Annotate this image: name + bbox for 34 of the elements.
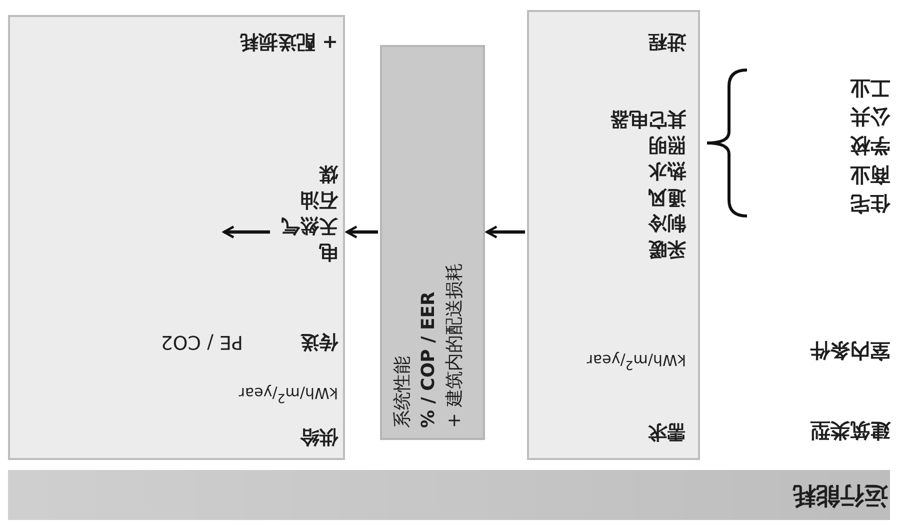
end-use-item: 采暖 xyxy=(647,237,686,260)
end-use-item: 其它电器 xyxy=(609,107,686,130)
building-category: 商业 xyxy=(849,162,890,189)
system-box xyxy=(380,45,485,440)
ratio-text: % / COP / EER xyxy=(417,290,440,428)
energy-carrier: 电 xyxy=(318,240,338,263)
loss-text: + 建筑内的配送损耗 xyxy=(443,262,466,428)
building-category: 公共 xyxy=(849,104,890,131)
building-category: 工业 xyxy=(849,75,890,102)
energy-carrier: 石油 xyxy=(299,188,338,211)
transfer-text: 传送 xyxy=(299,330,338,353)
end-use-item: 照明 xyxy=(647,133,686,156)
building-category: 学校 xyxy=(849,133,890,160)
loss-text: + 配送损耗 xyxy=(238,30,338,53)
arrow xyxy=(486,226,525,238)
energy-carrier: 天然气 xyxy=(280,214,338,237)
building-type-label: 建筑类型 xyxy=(809,418,890,445)
energy-carrier: 煤 xyxy=(318,162,338,185)
heading: 需求 xyxy=(647,420,686,443)
arrow xyxy=(222,226,270,238)
end-use-item: 热水 xyxy=(647,159,686,182)
factor-text: PE / CO2 xyxy=(160,330,243,353)
arrow xyxy=(346,226,378,238)
end-use-item: 通风 xyxy=(647,185,686,208)
title-band xyxy=(8,470,890,520)
process-text: 进程 xyxy=(647,30,686,53)
band-title: 运行能耗 xyxy=(791,481,888,511)
performance-text: 系统性能 xyxy=(391,355,414,428)
building-category: 住宅 xyxy=(849,191,890,218)
end-use-item: 制冷 xyxy=(647,211,686,234)
heading: 供给 xyxy=(299,425,338,448)
demand-box xyxy=(527,10,700,460)
indoor-condition-label: 室内条件 xyxy=(809,338,890,365)
supply-box xyxy=(8,15,345,460)
